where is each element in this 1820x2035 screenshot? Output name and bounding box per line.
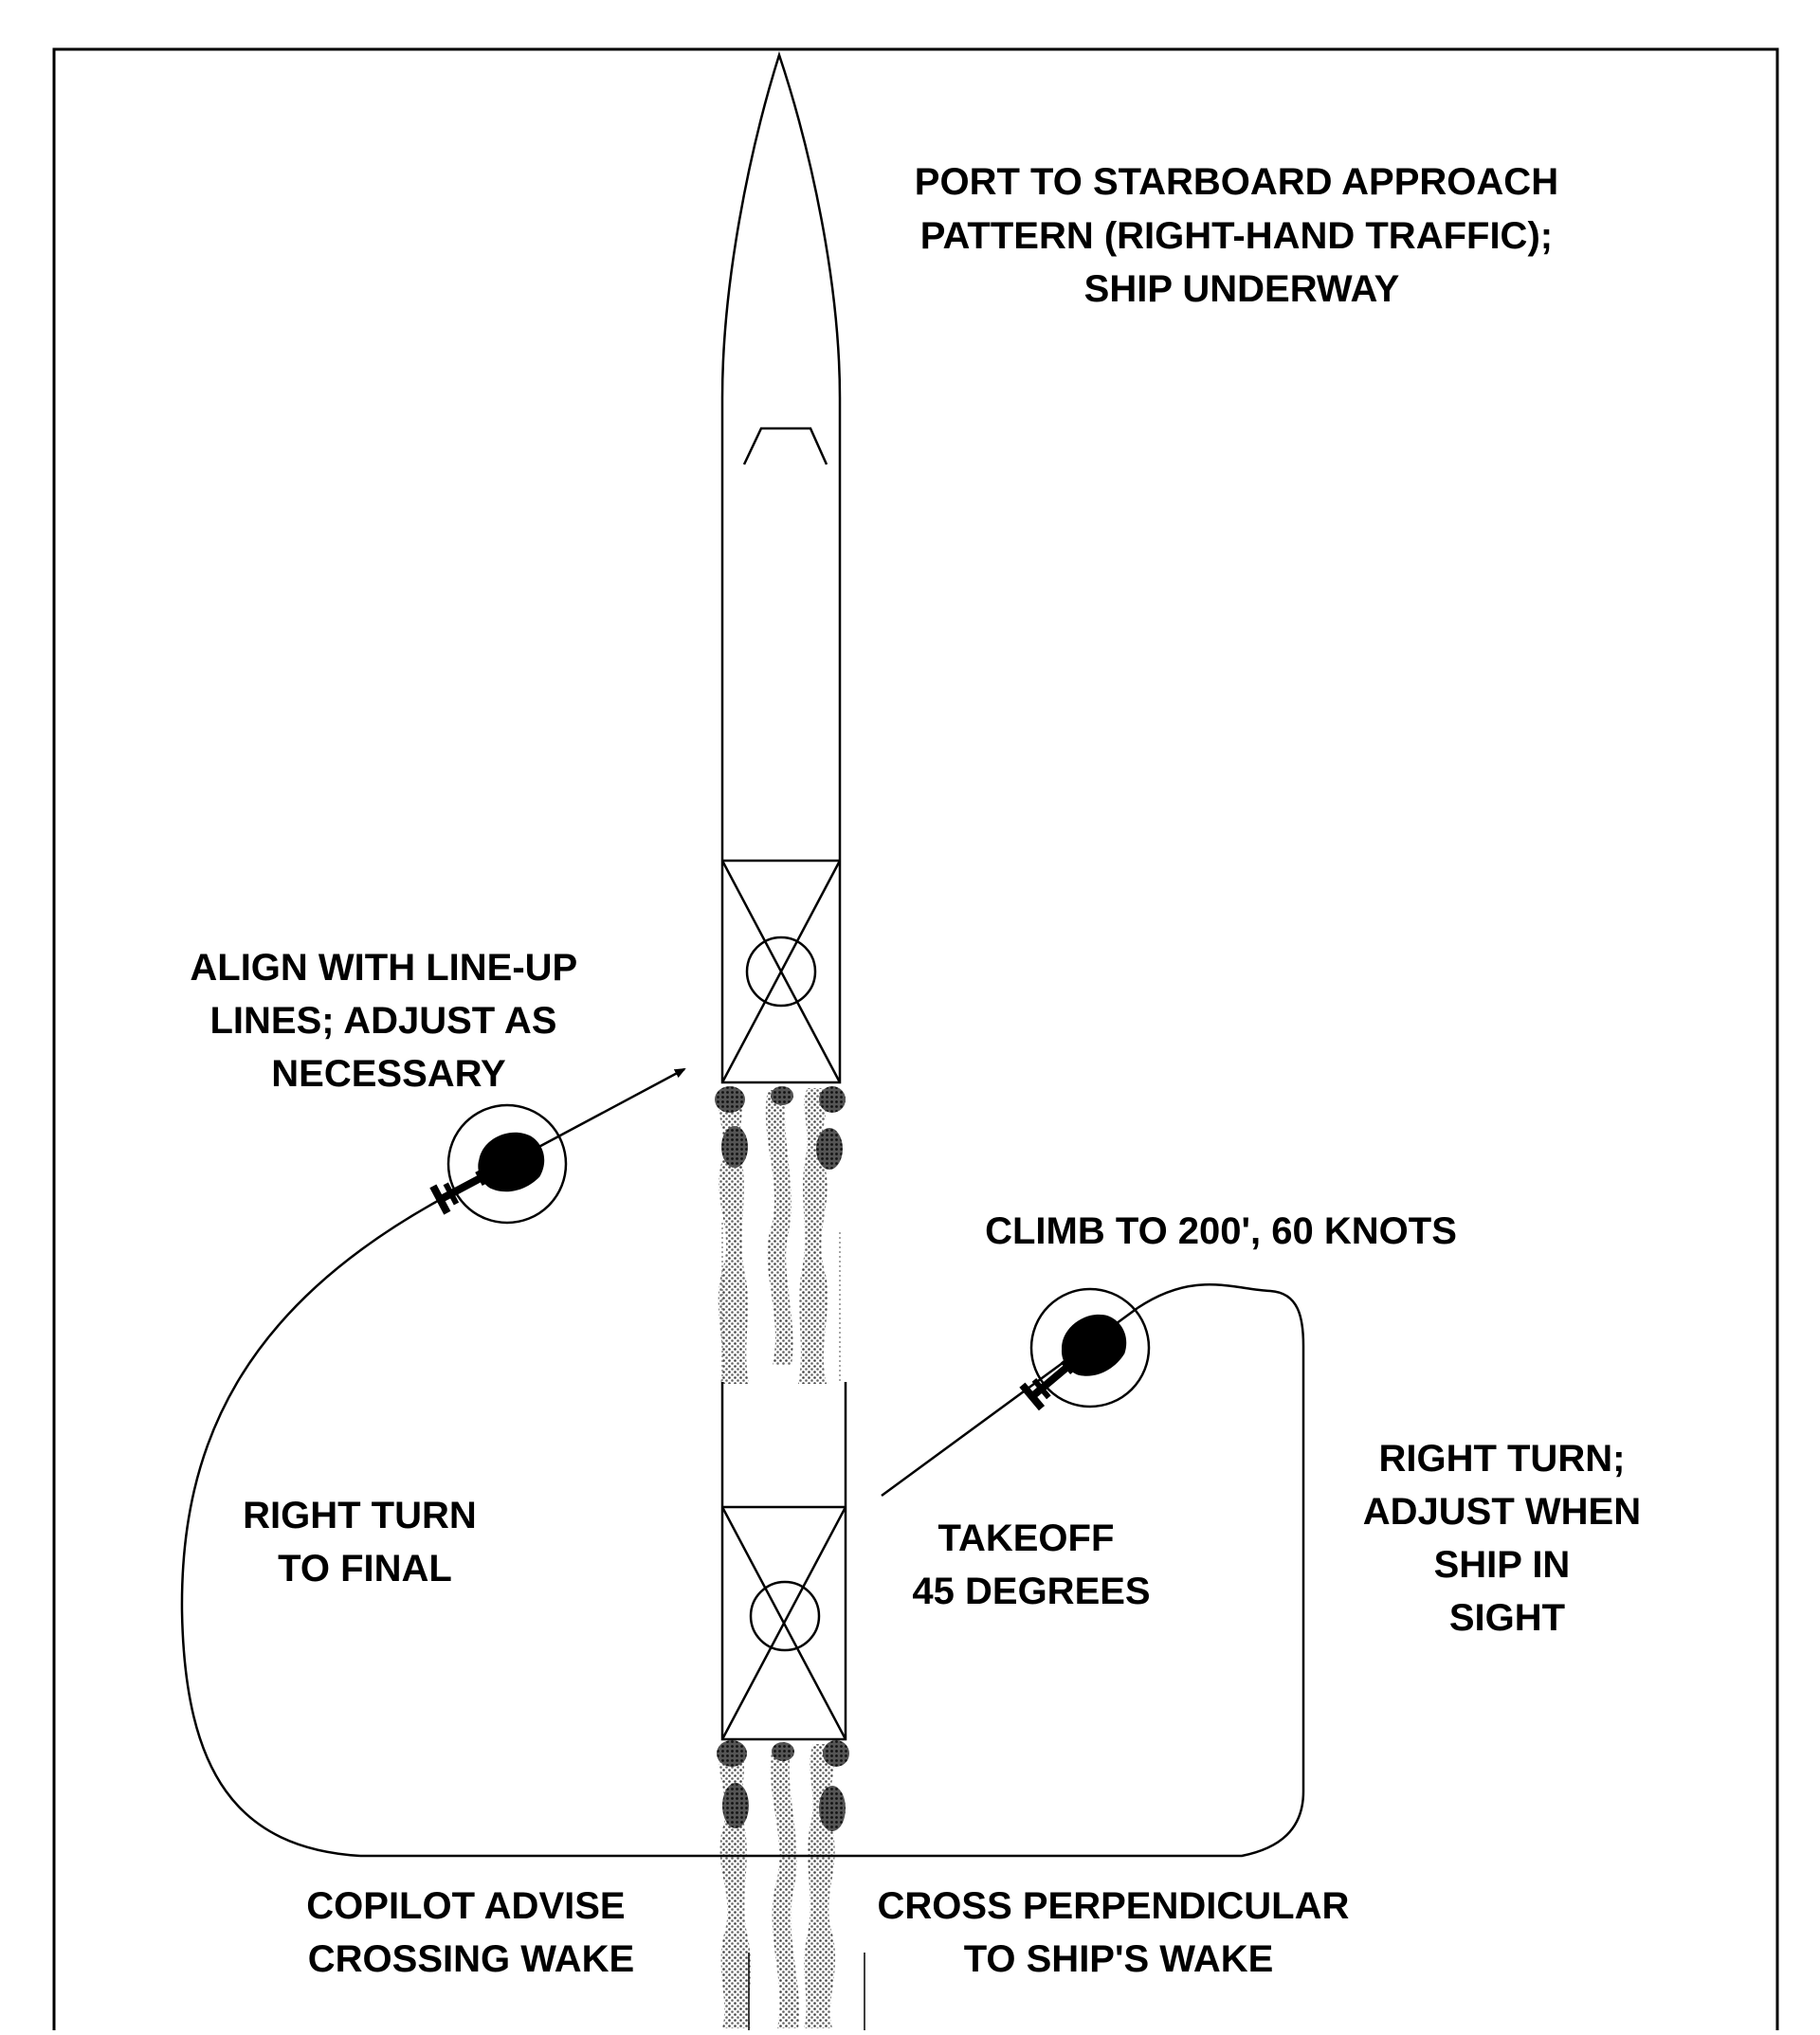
helicopter-icon: [1019, 1287, 1151, 1411]
wake-icon: [715, 1086, 846, 1384]
landing-spot-icon: [720, 1506, 847, 1740]
diagram-title: PORT TO STARBOARD APPROACH PATTERN (RIGH…: [915, 161, 1569, 310]
base-turn: [180, 1200, 437, 1858]
diagram-frame: [52, 47, 1779, 2035]
landing-spot-icon: [720, 860, 842, 1083]
label-right-turn-adjust: RIGHT TURN; ADJUST WHEN SHIP IN SIGHT: [1363, 1438, 1651, 1639]
downwind-leg: [360, 1283, 1305, 1858]
label-climb: CLIMB TO 200', 60 KNOTS: [985, 1210, 1457, 1252]
wake-icon: [717, 1740, 865, 2030]
label-align-lineup: ALIGN WITH LINE-UP LINES; ADJUST AS NECE…: [190, 947, 587, 1095]
ship-hull-icon: [720, 1382, 847, 1741]
helicopter-icon: [429, 1103, 568, 1225]
label-takeoff: TAKEOFF 45 DEGREES: [912, 1517, 1150, 1612]
ship-hull-icon: [720, 50, 842, 1084]
label-copilot-advise: COPILOT ADVISE CROSSING WAKE: [306, 1885, 635, 1980]
label-right-turn-final: RIGHT TURN TO FINAL: [243, 1495, 487, 1590]
label-cross-perpendicular: CROSS PERPENDICULAR TO SHIP'S WAKE: [878, 1885, 1360, 1980]
